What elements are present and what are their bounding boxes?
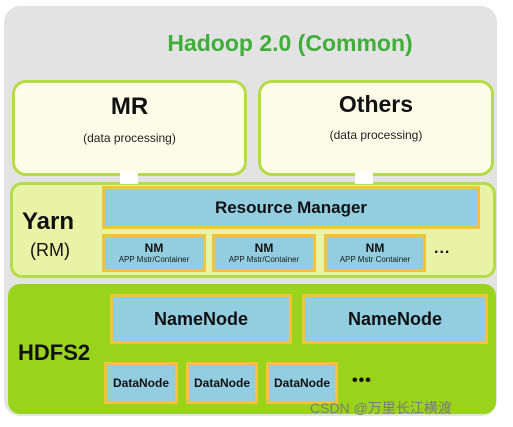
mr-connector (120, 172, 138, 184)
resource-manager-label: Resource Manager (214, 197, 368, 217)
namenode-label: NameNode (347, 308, 443, 329)
diagram-title: Hadoop 2.0 (Common) (167, 30, 413, 56)
others-label: Others (338, 91, 414, 117)
namenode-box-1: NameNode (110, 294, 292, 344)
datanode-box-1: DataNode (104, 362, 178, 404)
nm-label: NM (144, 241, 164, 255)
namenode-box-2: NameNode (302, 294, 488, 344)
nm-sublabel: APP Mstr/Container (118, 255, 190, 264)
hdfs-label: HDFS2 (18, 340, 91, 365)
nm-label: NM (365, 241, 385, 255)
node-manager-1: NM APP Mstr/Container (102, 234, 206, 272)
watermark-text: CSDN @万里长江横渡 (310, 400, 452, 416)
mr-sublabel: (data processing) (83, 131, 176, 145)
yarn-label: Yarn (22, 208, 75, 235)
hdfs-more-ellipsis: ••• (352, 372, 372, 389)
datanode-label: DataNode (273, 376, 330, 390)
node-manager-3: NM APP Mstr Container (324, 234, 426, 272)
node-manager-2: NM APP Mstr/Container (212, 234, 316, 272)
mr-label: MR (110, 93, 149, 120)
mr-box: MR (data processing) (12, 80, 247, 176)
yarn-more-ellipsis: ... (434, 240, 451, 257)
datanode-box-2: DataNode (186, 362, 258, 404)
yarn-abbr: (RM) (30, 240, 70, 260)
nm-label: NM (254, 241, 274, 255)
resource-manager-box: Resource Manager (102, 186, 480, 229)
others-box: Others (data processing) (258, 80, 494, 176)
nm-sublabel: APP Mstr/Container (228, 255, 300, 264)
datanode-label: DataNode (112, 376, 169, 390)
namenode-label: NameNode (153, 308, 249, 329)
datanode-label: DataNode (193, 376, 250, 390)
nm-sublabel: APP Mstr Container (339, 255, 411, 264)
others-sublabel: (data processing) (329, 128, 423, 142)
others-connector (355, 172, 373, 184)
datanode-box-3: DataNode (266, 362, 338, 404)
